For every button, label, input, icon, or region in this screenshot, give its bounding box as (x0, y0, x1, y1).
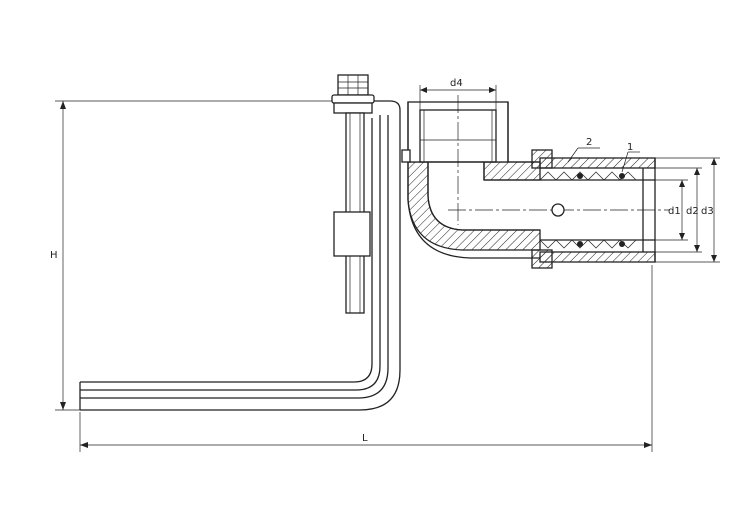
o-ring-upper-1 (577, 173, 583, 179)
d4-label: d4 (450, 78, 463, 89)
dimension-h: H (50, 100, 340, 411)
dimension-l: L (79, 265, 653, 452)
dimensions-right: d1 d2 d3 (655, 157, 720, 263)
dimension-d4: d4 (419, 78, 497, 110)
elbow-fitting (401, 95, 670, 259)
o-ring-lower-1 (577, 241, 583, 247)
callouts: 2 1 (567, 137, 640, 173)
bent-pipe (79, 100, 401, 411)
d1-label: d1 (668, 206, 681, 217)
o-ring-upper-2 (619, 173, 625, 179)
callout-2: 2 (586, 137, 592, 148)
o-ring-lower-2 (619, 241, 625, 247)
callout-1: 1 (627, 142, 633, 153)
d3-label: d3 (701, 206, 714, 217)
length-label: L (362, 433, 368, 444)
d2-label: d2 (686, 206, 699, 217)
height-label: H (50, 250, 58, 261)
press-sleeve (531, 149, 656, 269)
mounting-bolt (331, 74, 375, 314)
